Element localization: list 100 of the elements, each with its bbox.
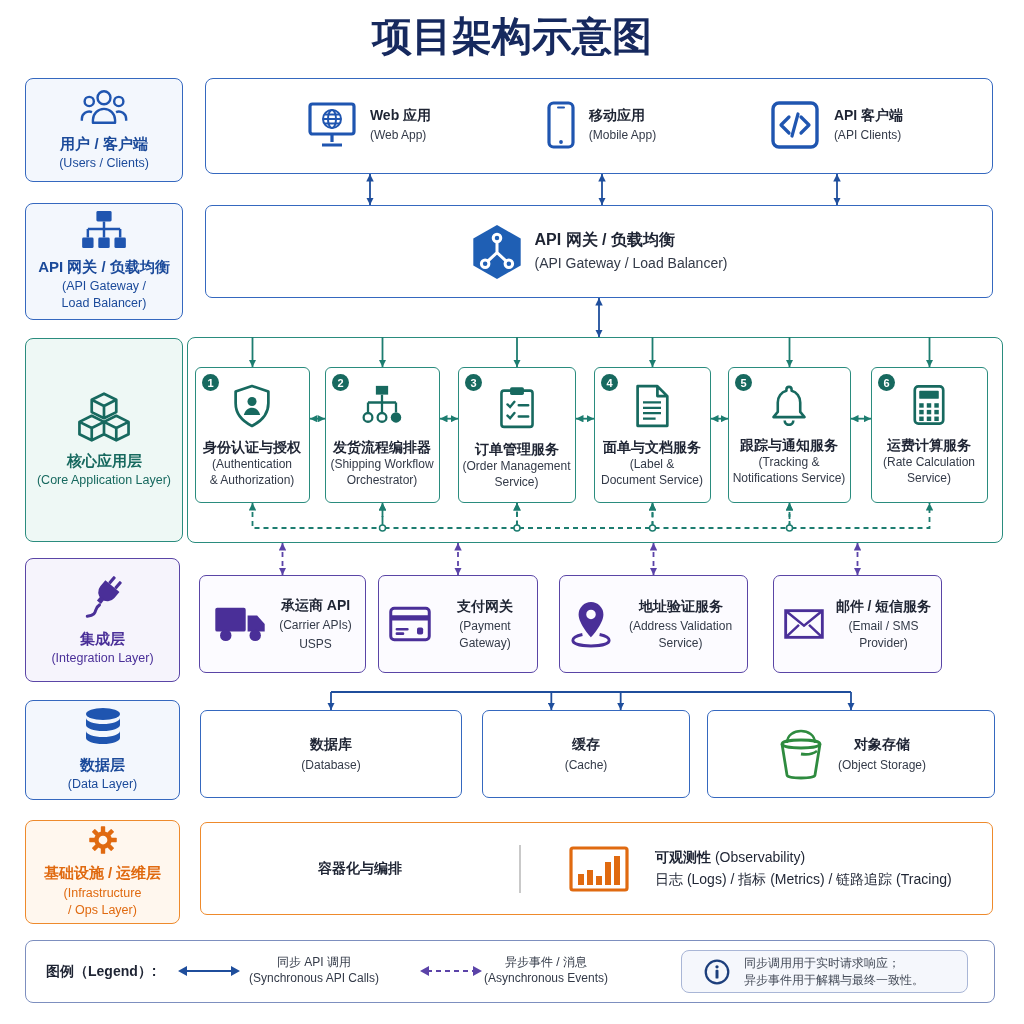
arrow <box>327 691 335 711</box>
service-card <box>727 366 851 503</box>
layer-title: 用户 / 客户端 <box>60 133 148 154</box>
node-subtitle: (Order Management Service) <box>461 457 572 491</box>
node-title: 地址验证服务 <box>638 597 723 616</box>
node-subtitle: (Database) <box>301 756 361 773</box>
legend-text: 异步事件 / 消息 (Asynchronous Events) <box>482 954 610 987</box>
legend-text: 同步 API 调用 (Synchronous API Calls) <box>247 954 381 987</box>
node-title: 身份认证与授权 <box>203 437 301 456</box>
node-title: 运费计算服务 <box>887 435 971 454</box>
layer-label-panel <box>25 338 183 542</box>
double-arrow <box>850 414 872 423</box>
double-arrow <box>366 173 374 206</box>
double-arrow <box>710 414 729 423</box>
number-badge: 2 <box>332 374 349 391</box>
dashed-double-arrow <box>649 542 658 576</box>
double-arrow <box>598 173 606 206</box>
arrow <box>648 336 657 368</box>
group-frame <box>187 337 1003 543</box>
node-subtitle: (Cache) <box>564 756 608 773</box>
component-card <box>773 575 942 673</box>
node-subtitle: USPS <box>299 636 332 653</box>
layer-label-panel <box>25 700 180 800</box>
layer-label-panel <box>25 558 180 682</box>
layer-subtitle: (Core Application Layer) <box>36 472 172 490</box>
node-title: 支付网关 <box>457 597 513 616</box>
node-text: 日志 (Logs) / 指标 (Metrics) / 链路追踪 (Tracing) <box>655 870 952 889</box>
service-card <box>324 366 440 503</box>
component-card <box>482 710 690 798</box>
node-title: 容器化与编排 <box>318 859 402 878</box>
layer-label-panel <box>25 203 183 320</box>
layer-title: API 网关 / 负载均衡 <box>38 256 170 277</box>
dashed-double-arrow <box>454 542 462 576</box>
number-badge: 3 <box>465 374 482 391</box>
connector-line <box>330 691 852 693</box>
layer-title: 集成层 <box>80 628 125 649</box>
double-arrow <box>439 414 459 423</box>
number-badge: 6 <box>878 374 895 391</box>
node-subtitle: (Rate Calculation Service) <box>881 453 976 487</box>
node-title: 数据库 <box>310 735 352 754</box>
node-title: 邮件 / 短信服务 <box>835 597 932 616</box>
diagram-title: 项目架构示意图 <box>372 13 652 60</box>
legend-title: 图例（Legend）: <box>46 962 157 981</box>
node-title: 移动应用 <box>588 105 645 124</box>
component-card <box>707 710 995 798</box>
node-title: 订单管理服务 <box>474 439 559 458</box>
layer-subtitle: (Data Layer) <box>67 776 138 794</box>
double-arrow <box>575 414 595 423</box>
note-text: 同步调用用于实时请求响应；异步事件用于解耦与最终一致性。 <box>744 956 925 988</box>
layer-subtitle: (API Gateway / Load Balancer) <box>60 278 148 313</box>
component-card <box>378 575 538 673</box>
layer-subtitle: (Infrastructure / Ops Layer) <box>62 884 143 919</box>
node-title: 跟踪与通知服务 <box>740 435 838 454</box>
service-card <box>870 366 988 503</box>
node-title: Web 应用 <box>369 105 432 124</box>
node-subtitle: (Authentication & Authorization) <box>208 455 296 489</box>
node-subtitle: (Shipping Workflow Orchestrator) <box>329 455 435 489</box>
node-title: 承运商 API <box>280 595 351 614</box>
layer-subtitle: (Integration Layer) <box>51 650 154 668</box>
group-frame <box>205 78 993 174</box>
node-title: API 客户端 <box>833 105 904 124</box>
dashed-double-arrow <box>278 542 287 576</box>
service-card <box>593 366 711 503</box>
arrow <box>616 691 625 711</box>
arrow <box>248 336 257 368</box>
node-subtitle: (API Gateway / Load Balancer) <box>534 253 728 273</box>
arrow <box>847 691 855 711</box>
arrow <box>785 336 794 368</box>
double-arrow <box>833 173 841 206</box>
node-subtitle: (Label & Document Service) <box>599 455 704 489</box>
arrow <box>925 336 934 368</box>
layer-title: 基础设施 / 运维层 <box>43 863 162 883</box>
node-subtitle: (API Clients) <box>833 127 902 144</box>
node-title: API 网关 / 负载均衡 <box>534 230 675 251</box>
arrow <box>547 691 556 711</box>
layer-title: 核心应用层 <box>66 450 142 471</box>
component-card <box>205 205 993 298</box>
dashed-double-arrow <box>853 542 862 576</box>
double-arrow <box>595 297 603 338</box>
node-subtitle: (Email / SMS Provider) <box>847 618 920 651</box>
node-title: 缓存 <box>572 735 600 754</box>
double-arrow <box>309 414 326 423</box>
node-subtitle: (Address Validation Service) <box>627 618 734 651</box>
service-card <box>194 366 310 503</box>
node-title: 面单与文档服务 <box>603 437 701 456</box>
dashed-double-arrow <box>785 502 934 529</box>
layer-label-panel <box>25 820 180 924</box>
infrastructure-panel <box>200 822 993 915</box>
number-badge: 1 <box>202 374 219 391</box>
node-title: 发货流程编排器 <box>333 437 431 456</box>
layer-title: 数据层 <box>80 754 125 775</box>
node-subtitle: (Web App) <box>369 127 427 144</box>
component-card <box>559 575 748 673</box>
node-subtitle: (Mobile App) <box>588 127 657 144</box>
node-subtitle: (Object Storage) <box>837 756 926 773</box>
arrow <box>378 336 387 368</box>
node-subtitle: (Payment Gateway) <box>458 618 512 651</box>
node-title: 可观测性 (Observability) <box>655 848 807 867</box>
layer-label-panel <box>25 78 183 182</box>
node-title: 对象存储 <box>854 735 910 754</box>
